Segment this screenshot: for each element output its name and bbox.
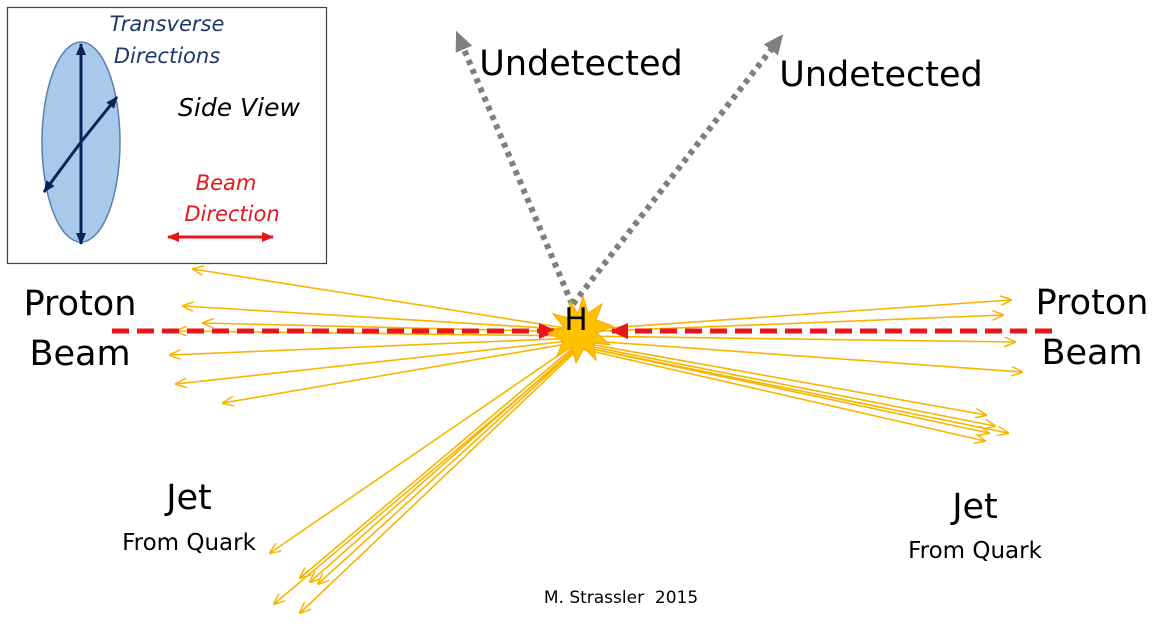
transverse-label-line2: Directions [114,44,220,68]
jet-track [577,347,985,441]
side-view-label: Side View [178,93,300,122]
jet-left-title: Jet [164,478,212,518]
track [176,339,579,384]
credit-label: M. Strassler 2015 [544,588,698,608]
track [223,341,579,403]
jet-track [318,349,576,584]
inset-side-view: Transverse Directions Side View Beam Dir… [6,6,328,265]
undetected-particles [455,30,784,306]
proton-beam-right-line1: Proton [1036,283,1149,323]
jet-track [577,343,995,426]
jet-right-title: Jet [950,487,998,527]
proton-beam-left-line1: Proton [24,284,137,324]
transverse-label-line1: Transverse [110,12,225,36]
jet-track [300,351,576,613]
track [577,335,1015,342]
track [170,337,579,355]
undetected-right-label: Undetected [779,55,983,95]
diagonal-transverse-arrow [79,96,119,143]
diagonal-transverse-arrow-down [42,141,83,193]
track [577,339,1022,372]
track [577,300,1011,331]
proton-beam-right-line2: Beam [1041,333,1142,373]
higgs-label: H [564,302,587,338]
undetected-left-label: Undetected [479,44,683,84]
proton-beam-left-line2: Beam [29,334,130,374]
track [193,269,579,331]
beam-direction-label-line1: Beam [196,171,257,195]
collision-star [546,294,615,365]
undetected-left-arrow [455,30,575,306]
jet-track [300,345,576,578]
jet-track [577,345,1008,433]
jet-track [274,349,576,604]
beam-direction-label-line2: Direction [184,202,279,226]
jet-track [577,341,986,415]
jet-left-subtitle: From Quark [122,530,257,556]
jet-right-subtitle: From Quark [908,538,1043,564]
track [183,306,579,331]
jet-track [270,343,576,553]
